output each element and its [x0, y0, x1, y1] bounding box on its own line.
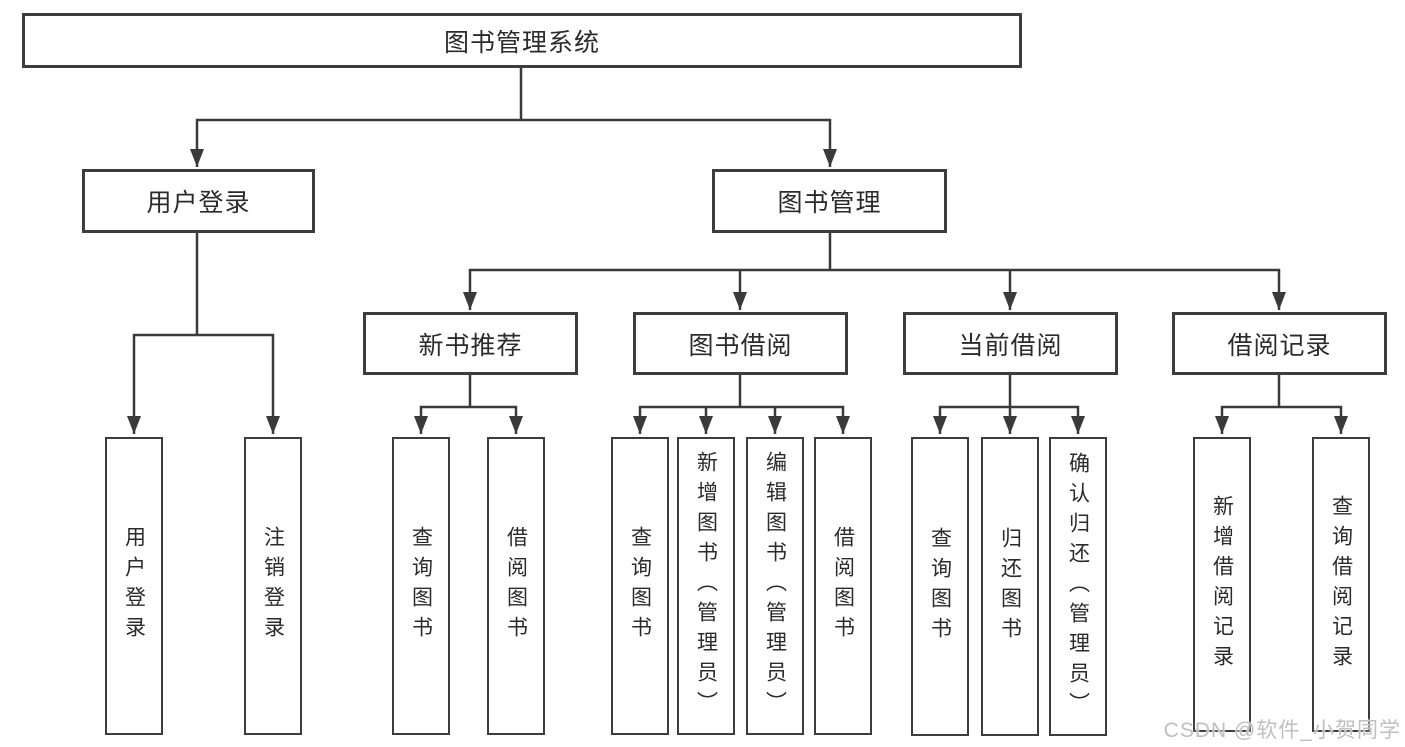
node-label: 查询图书 — [628, 526, 652, 646]
node-edit-books-admin: 编辑图书（管理员） — [746, 437, 804, 735]
node-search-books-current: 查询图书 — [911, 437, 969, 736]
connector-group — [127, 68, 1348, 434]
node-label: 新增借阅记录 — [1210, 494, 1234, 675]
node-user-login: 用户登录 — [82, 169, 315, 233]
node-label: 新增图书（管理员） — [694, 451, 718, 721]
node-add-borrow-record: 新增借阅记录 — [1193, 437, 1251, 732]
node-label: 借阅记录 — [1227, 331, 1332, 360]
node-label: 注销登录 — [261, 526, 285, 646]
node-label: 当前借阅 — [958, 331, 1063, 360]
node-label: 用户登录 — [122, 526, 146, 646]
node-label: 图书管理 — [777, 189, 882, 217]
node-borrow-books-recommend: 借阅图书 — [487, 437, 545, 735]
node-label: 查询借阅记录 — [1329, 494, 1353, 675]
node-label: 用户登录 — [146, 189, 251, 217]
node-add-books-admin: 新增图书（管理员） — [677, 437, 735, 735]
node-search-books-borrowing: 查询图书 — [611, 437, 669, 735]
node-borrow-books: 借阅图书 — [814, 437, 872, 735]
node-label: 归还图书 — [998, 526, 1022, 647]
node-library-management-system: 图书管理系统 — [22, 13, 1022, 68]
node-logout-action: 注销登录 — [244, 437, 302, 735]
node-borrowing-records: 借阅记录 — [1172, 312, 1387, 375]
node-label: 借阅图书 — [831, 526, 855, 646]
node-return-books: 归还图书 — [981, 437, 1039, 736]
node-label: 查询图书 — [409, 526, 433, 646]
node-label: 新书推荐 — [418, 331, 523, 360]
node-book-management: 图书管理 — [712, 169, 947, 233]
node-label: 确认归还（管理员） — [1066, 451, 1090, 722]
node-label: 图书管理系统 — [443, 28, 600, 57]
node-search-borrow-record: 查询借阅记录 — [1312, 437, 1370, 732]
node-user-login-action: 用户登录 — [105, 437, 163, 735]
node-label: 借阅图书 — [504, 526, 528, 646]
node-confirm-return-admin: 确认归还（管理员） — [1049, 437, 1107, 736]
node-new-book-recommendation: 新书推荐 — [363, 312, 578, 375]
node-book-borrowing: 图书借阅 — [633, 312, 848, 375]
node-label: 图书借阅 — [688, 331, 793, 360]
node-current-borrowing: 当前借阅 — [903, 312, 1118, 375]
node-search-books-recommend: 查询图书 — [392, 437, 450, 735]
node-label: 编辑图书（管理员） — [763, 451, 787, 721]
node-label: 查询图书 — [928, 526, 952, 647]
watermark: CSDN @软件_小贺同学 — [1163, 719, 1401, 742]
